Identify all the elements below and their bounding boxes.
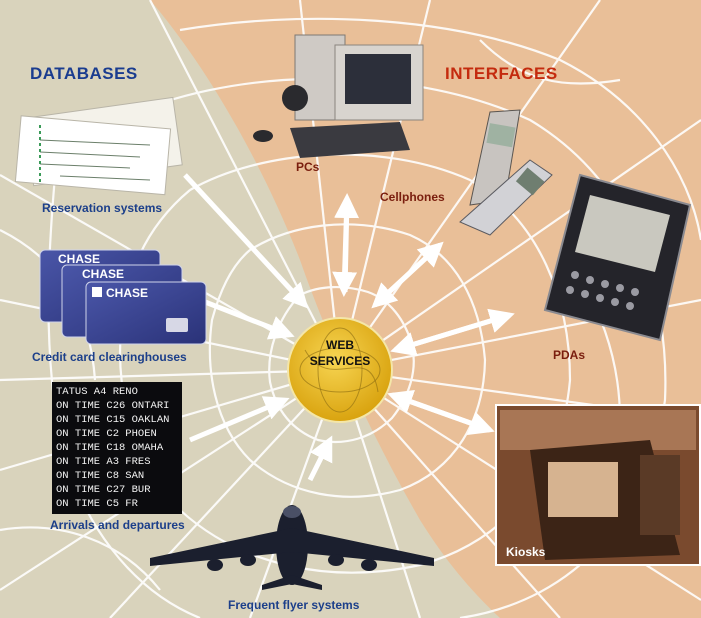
card-brand-1: CHASE bbox=[58, 252, 101, 266]
card-brand-3: CHASE bbox=[106, 286, 149, 300]
label-arrivals-departures: Arrivals and departures bbox=[50, 518, 185, 532]
departure-board-row: ON TIME C8 SAN bbox=[56, 470, 145, 482]
label-reservation-systems: Reservation systems bbox=[42, 201, 163, 215]
kiosk-image bbox=[495, 404, 701, 566]
label-cellphones: Cellphones bbox=[380, 190, 445, 204]
hub-label-line1: WEB bbox=[326, 338, 354, 352]
reservation-tickets-image bbox=[14, 96, 183, 196]
label-pcs: PCs bbox=[296, 160, 320, 174]
label-kiosks: Kiosks bbox=[506, 545, 546, 559]
arrow-reservation-to-hub bbox=[183, 173, 309, 309]
airplane-image bbox=[150, 505, 434, 590]
departure-board-row: ON TIME C15 OAKLAN bbox=[56, 414, 170, 426]
cellphones-image bbox=[459, 109, 553, 236]
label-frequent-flyer: Frequent flyer systems bbox=[228, 598, 360, 612]
arrows bbox=[183, 173, 515, 482]
web-services-hub bbox=[287, 317, 393, 423]
departure-board-row: ON TIME C27 BUR bbox=[56, 484, 151, 496]
departure-board-row: ON TIME C2 PHOEN bbox=[56, 428, 157, 440]
arrow-arrivals-to-hub bbox=[189, 396, 290, 443]
pc-image bbox=[253, 34, 424, 158]
arrow-flyer-to-hub bbox=[307, 435, 333, 482]
databases-heading: DATABASES bbox=[30, 64, 138, 83]
card-brand-2: CHASE bbox=[82, 267, 125, 281]
hub-label-line2: SERVICES bbox=[309, 354, 371, 368]
label-pdas: PDAs bbox=[553, 348, 586, 362]
credit-cards-image bbox=[39, 249, 207, 345]
hub-label: WEB SERVICES bbox=[292, 337, 388, 369]
departure-board-row: ON TIME C26 ONTARI bbox=[56, 400, 170, 412]
interfaces-heading: INTERFACES bbox=[445, 64, 558, 83]
departures-board-image bbox=[52, 382, 182, 514]
departure-board-row: ON TIME C18 OMAHA bbox=[56, 442, 164, 454]
departure-board-row: TATUS A4 RENO bbox=[56, 386, 138, 398]
pda-image bbox=[543, 173, 692, 342]
departure-board-row: ON TIME A3 FRES bbox=[56, 456, 151, 468]
departure-board-row: ON TIME C5 FR bbox=[56, 498, 138, 510]
arrow-credit-to-hub bbox=[199, 297, 295, 340]
label-credit-card-clearinghouses: Credit card clearinghouses bbox=[32, 350, 187, 364]
